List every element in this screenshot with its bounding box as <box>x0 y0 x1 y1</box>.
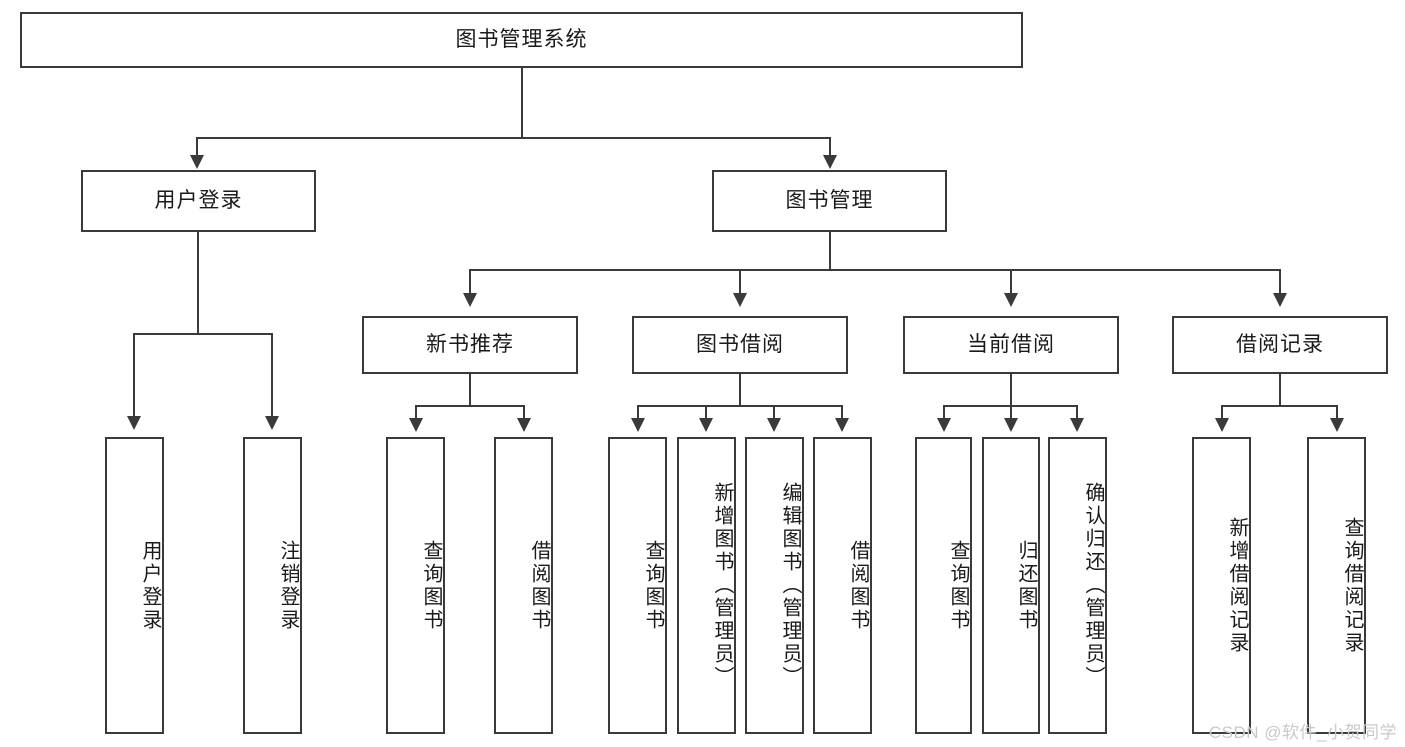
node-label: 归还图书 <box>1015 539 1037 632</box>
edge-book-mgmt-stem <box>829 232 831 270</box>
arrow-to-book-borrow <box>733 293 747 307</box>
node-new-book-recommend[interactable]: 新书推荐 <box>362 316 578 374</box>
leaf-query-book-recommend[interactable]: 查询图书 <box>386 437 445 734</box>
watermark: CSDN @软件_小贺同学 <box>1208 723 1397 742</box>
arrow-to-leaf-query-book-1 <box>409 418 423 432</box>
node-label: 注销登录 <box>277 539 299 632</box>
edge-user-login-stem <box>197 232 199 334</box>
node-label: 查询图书 <box>642 539 664 632</box>
edge-root-bus <box>196 137 830 139</box>
edge-book-borrow-drop-2 <box>705 405 707 419</box>
edge-borrow-record-drop-2 <box>1336 405 1338 419</box>
edge-current-borrow-drop-3 <box>1076 405 1078 419</box>
leaf-logout[interactable]: 注销登录 <box>243 437 302 734</box>
edge-borrow-record-bus <box>1221 405 1338 407</box>
node-label: 图书借阅 <box>696 332 784 356</box>
edge-user-login-drop-2 <box>271 333 273 417</box>
edge-book-borrow-drop-1 <box>637 405 639 419</box>
node-label: 借阅图书 <box>528 539 550 632</box>
arrow-to-leaf-add-record <box>1215 418 1229 432</box>
node-label: 图书管理系统 <box>455 27 588 51</box>
node-label: 用户登录 <box>139 539 161 632</box>
edge-book-borrow-bus <box>637 405 843 407</box>
edge-book-mgmt-drop-3 <box>1010 269 1012 294</box>
edge-borrow-record-drop-1 <box>1221 405 1223 419</box>
node-label: 当前借阅 <box>967 332 1055 356</box>
edge-root-to-book-mgmt <box>829 137 831 156</box>
edge-root-to-user-login <box>196 137 198 156</box>
arrow-to-user-login <box>190 155 204 169</box>
arrow-to-leaf-logout <box>265 416 279 430</box>
arrow-to-leaf-borrow-book-2 <box>835 418 849 432</box>
edge-current-borrow-drop-1 <box>943 405 945 419</box>
leaf-query-borrow-record[interactable]: 查询借阅记录 <box>1307 437 1366 734</box>
arrow-to-leaf-confirm-return <box>1070 418 1084 432</box>
arrow-to-current-borrow <box>1004 293 1018 307</box>
edge-book-mgmt-drop-2 <box>739 269 741 294</box>
arrow-to-leaf-query-book-3 <box>937 418 951 432</box>
node-label: 借阅记录 <box>1236 332 1324 356</box>
edge-book-borrow-drop-4 <box>841 405 843 419</box>
node-label: 图书管理 <box>785 188 874 212</box>
leaf-return-book[interactable]: 归还图书 <box>982 437 1040 734</box>
leaf-query-book-current[interactable]: 查询图书 <box>915 437 972 734</box>
edge-new-book-bus <box>415 405 525 407</box>
node-label: 新增借阅记录 <box>1226 516 1248 655</box>
node-user-login[interactable]: 用户登录 <box>81 170 316 232</box>
edge-book-borrow-stem <box>739 374 741 406</box>
node-label: 借阅图书 <box>847 539 869 632</box>
edge-new-book-drop-1 <box>415 405 417 419</box>
node-label: 查询借阅记录 <box>1341 516 1363 655</box>
leaf-borrow-book-recommend[interactable]: 借阅图书 <box>494 437 553 734</box>
node-book-borrow[interactable]: 图书借阅 <box>632 316 848 374</box>
edge-current-borrow-drop-2 <box>1010 405 1012 419</box>
node-book-management[interactable]: 图书管理 <box>712 170 947 232</box>
edge-book-mgmt-bus <box>469 269 1281 271</box>
node-label: 编辑图书（管理员） <box>779 482 801 689</box>
edge-book-mgmt-drop-1 <box>469 269 471 294</box>
node-label: 新书推荐 <box>426 332 514 356</box>
arrow-to-leaf-borrow-book-1 <box>517 418 531 432</box>
edge-book-borrow-drop-3 <box>773 405 775 419</box>
arrow-to-new-book-recommend <box>463 293 477 307</box>
edge-borrow-record-stem <box>1279 374 1281 406</box>
node-borrow-record[interactable]: 借阅记录 <box>1172 316 1388 374</box>
leaf-confirm-return[interactable]: 确认归还（管理员） <box>1048 437 1107 734</box>
arrow-to-book-mgmt <box>823 155 837 169</box>
node-label: 确认归还（管理员） <box>1082 482 1104 689</box>
edge-new-book-drop-2 <box>523 405 525 419</box>
node-root-system[interactable]: 图书管理系统 <box>20 12 1023 68</box>
arrow-to-leaf-return-book <box>1004 418 1018 432</box>
edge-book-mgmt-drop-4 <box>1279 269 1281 294</box>
arrow-to-leaf-edit-book <box>767 418 781 432</box>
node-label: 查询图书 <box>420 539 442 632</box>
node-label: 新增图书（管理员） <box>711 482 733 689</box>
edge-user-login-drop-1 <box>133 333 135 417</box>
node-label: 用户登录 <box>154 188 243 212</box>
node-label: 查询图书 <box>947 539 969 632</box>
edge-user-login-bus <box>133 333 272 335</box>
leaf-add-book[interactable]: 新增图书（管理员） <box>677 437 736 734</box>
arrow-to-leaf-user-login <box>127 416 141 430</box>
edge-root-stem <box>521 68 523 138</box>
arrow-to-leaf-query-record <box>1330 418 1344 432</box>
arrow-to-borrow-record <box>1273 293 1287 307</box>
leaf-add-borrow-record[interactable]: 新增借阅记录 <box>1192 437 1251 734</box>
arrow-to-leaf-add-book <box>699 418 713 432</box>
edge-new-book-stem <box>469 374 471 406</box>
arrow-to-leaf-query-book-2 <box>631 418 645 432</box>
leaf-edit-book[interactable]: 编辑图书（管理员） <box>745 437 804 734</box>
leaf-user-login[interactable]: 用户登录 <box>105 437 164 734</box>
leaf-query-book-borrow[interactable]: 查询图书 <box>608 437 667 734</box>
edge-current-borrow-stem <box>1010 374 1012 406</box>
node-current-borrow[interactable]: 当前借阅 <box>903 316 1119 374</box>
leaf-borrow-book[interactable]: 借阅图书 <box>813 437 872 734</box>
